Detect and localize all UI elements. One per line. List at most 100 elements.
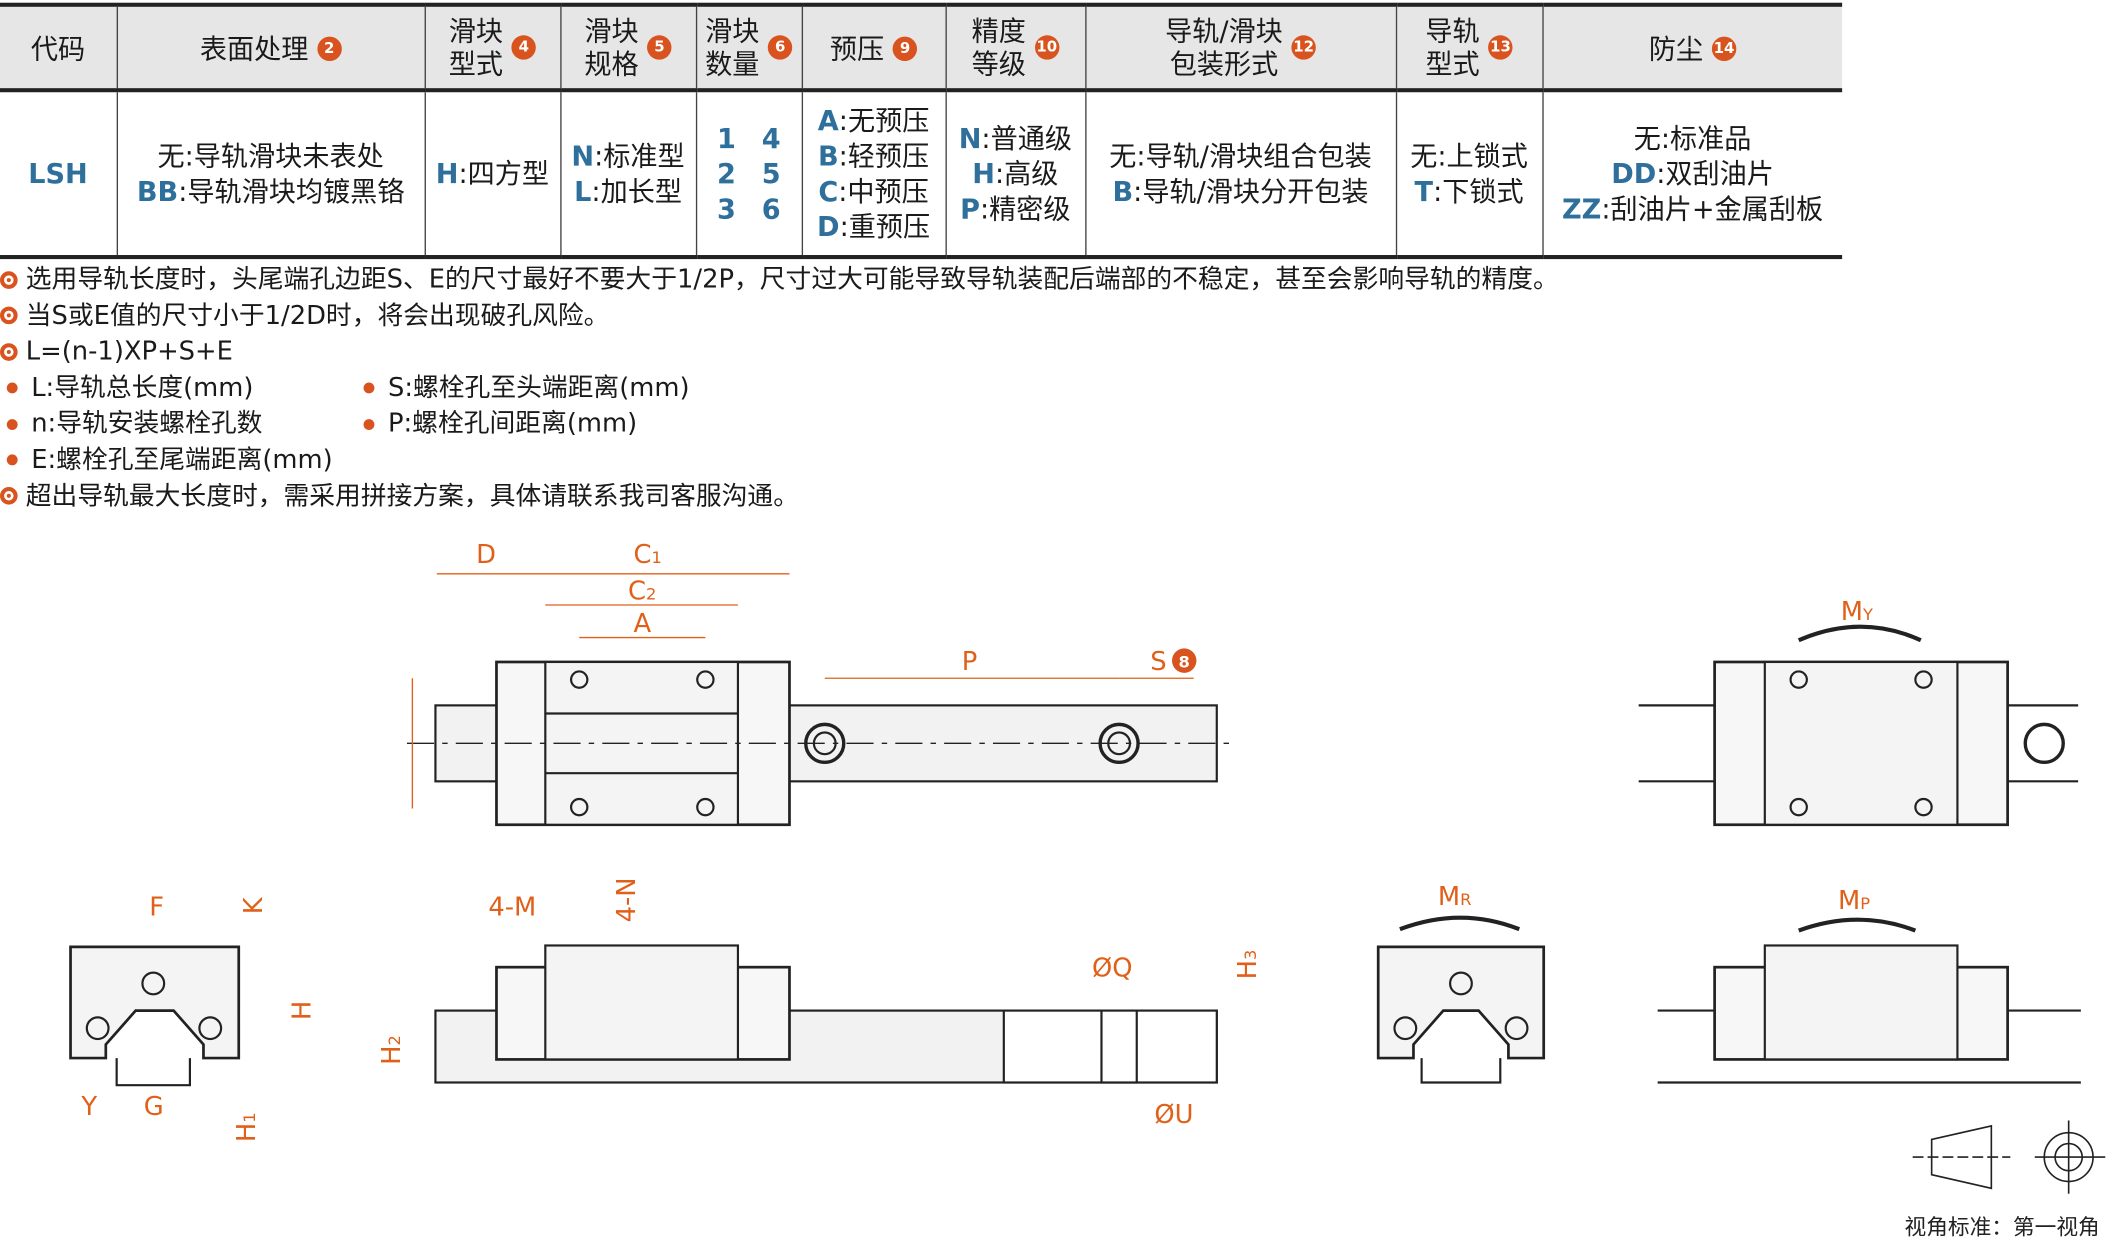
badge-icon: 6	[768, 35, 793, 60]
dot-bullet-icon	[6, 382, 18, 394]
block-type-cell: H:四方型	[423, 90, 561, 260]
column-header: 滑块数量 6	[695, 2, 802, 93]
first-angle-projection-icon	[1912, 1120, 2106, 1194]
option-item: H:四方型	[435, 157, 550, 190]
dot-bullet-icon	[6, 454, 18, 466]
note: 超出导轨最大长度时，需采用拼接方案，具体请联系我司客服沟通。	[25, 480, 799, 511]
dim-q-label: ØQ	[1092, 954, 1133, 984]
option-item: 无:标准品	[1633, 122, 1752, 155]
dim-y-label: Y	[80, 1092, 97, 1122]
dim-p-label: P	[962, 647, 978, 677]
moment-r-view: MR	[1376, 882, 1546, 1084]
dim-h-label: H	[288, 1001, 318, 1020]
option-item: L:加长型	[574, 174, 682, 208]
note: L:导轨总长度(mm)	[31, 372, 254, 403]
moment-y-label: MY	[1841, 597, 1873, 627]
option-item: BB:导轨滑块均镀黑铬	[136, 174, 405, 208]
badge-icon	[1172, 648, 1197, 673]
dim-4m-label: 4-M	[488, 893, 536, 923]
dim-s-label: S	[1150, 647, 1166, 677]
dot-bullet-icon	[6, 418, 18, 430]
dim-a-label: A	[633, 609, 651, 639]
badge-icon: 14	[1711, 36, 1737, 61]
qty-row: 2 5	[716, 157, 781, 190]
ring-bullet-icon	[0, 307, 18, 325]
badge-icon: 5	[647, 35, 672, 60]
note: L=(n-1)XP+S+E	[25, 336, 233, 367]
dim-u-label: ØU	[1154, 1100, 1193, 1130]
moment-y-view: MY	[1638, 597, 2079, 827]
code-cell: LSH	[0, 90, 117, 260]
option-item: N:普通级	[958, 122, 1072, 155]
badge-icon: 9	[892, 36, 918, 61]
option-item: A:无预压	[817, 104, 930, 138]
notes: 选用导轨长度时，头尾端孔边距S、E的尺寸最好不要大于1/2P，尺寸过大可能导致导…	[0, 262, 1559, 515]
dim-h2-label: H2	[377, 1035, 407, 1065]
option-item: C:中预压	[818, 174, 929, 208]
dim-c2-label: C2	[628, 577, 656, 607]
dim-h3-label: H3	[1233, 950, 1263, 980]
column-header: 预压 9	[801, 2, 946, 93]
column-header: 导轨/滑块包装形式 12	[1084, 2, 1396, 93]
top-view: D C1 C2 A P S 8	[406, 540, 1238, 827]
option-item: P:精密级	[960, 192, 1071, 226]
option-item: 无:上锁式	[1410, 139, 1528, 173]
note: n:导轨安装螺栓孔数	[31, 408, 263, 439]
moment-r-label: MR	[1438, 882, 1472, 912]
note: S:螺栓孔至头端距离(mm)	[387, 372, 690, 403]
option-item: D:重预压	[817, 210, 931, 243]
view-standard-label: 视角标准：第一视角	[1905, 1215, 2100, 1240]
option-item: B:导轨/滑块分开包装	[1112, 174, 1369, 208]
option-item: H:高级	[972, 157, 1059, 190]
note: 当S或E值的尺寸小于1/2D时，将会出现破孔风险。	[25, 300, 610, 331]
note: E:螺栓孔至尾端距离(mm)	[31, 444, 333, 475]
column-header: 滑块规格 5	[559, 2, 696, 93]
dim-d-label: D	[476, 540, 496, 570]
badge-icon: 13	[1488, 35, 1513, 60]
column-header: 精度等级 10	[944, 2, 1086, 93]
option-item: DD:双刮油片	[1611, 157, 1774, 190]
badge-icon: 2	[316, 36, 342, 61]
ring-bullet-icon	[0, 271, 18, 289]
option-item: T:下锁式	[1414, 174, 1524, 208]
option-item: N:标准型	[571, 139, 685, 173]
badge-number: 8	[1179, 652, 1190, 671]
badge-icon: 10	[1034, 35, 1059, 60]
dim-f-label: F	[149, 893, 164, 923]
column-header: 导轨型式 13	[1395, 2, 1543, 93]
qty-row: 1 4	[716, 122, 781, 155]
dim-4n-label: 4-N	[612, 877, 642, 922]
dot-bullet-icon	[363, 382, 375, 394]
option-item: B:轻预压	[817, 139, 930, 173]
dim-g-label: G	[144, 1092, 164, 1122]
side-view: 4-M 4-N ØQ H3 H2 ØU	[377, 877, 1263, 1130]
dim-h1-label: H1	[232, 1112, 262, 1142]
column-header: 防尘 14	[1541, 2, 1843, 93]
qty-row: 3 6	[716, 192, 781, 226]
dot-bullet-icon	[363, 418, 375, 430]
column-header: 滑块型式 4	[423, 2, 561, 93]
dim-k-label: K	[239, 896, 269, 914]
option-item: 无:导轨/滑块组合包装	[1109, 139, 1372, 173]
badge-icon: 4	[511, 35, 537, 60]
end-view: F K H Y G H1	[69, 893, 318, 1142]
dim-c1-label: C1	[633, 540, 661, 570]
badge-icon: 12	[1291, 35, 1316, 60]
option-item: 无:导轨滑块未表处	[157, 139, 384, 173]
note: P:螺栓孔间距离(mm)	[387, 408, 638, 439]
ring-bullet-icon	[0, 487, 18, 506]
column-header: 表面处理 2	[115, 2, 425, 93]
option-item: ZZ:刮油片+金属刮板	[1561, 192, 1824, 226]
moment-p-label: MP	[1838, 886, 1870, 916]
ring-bullet-icon	[0, 343, 18, 361]
